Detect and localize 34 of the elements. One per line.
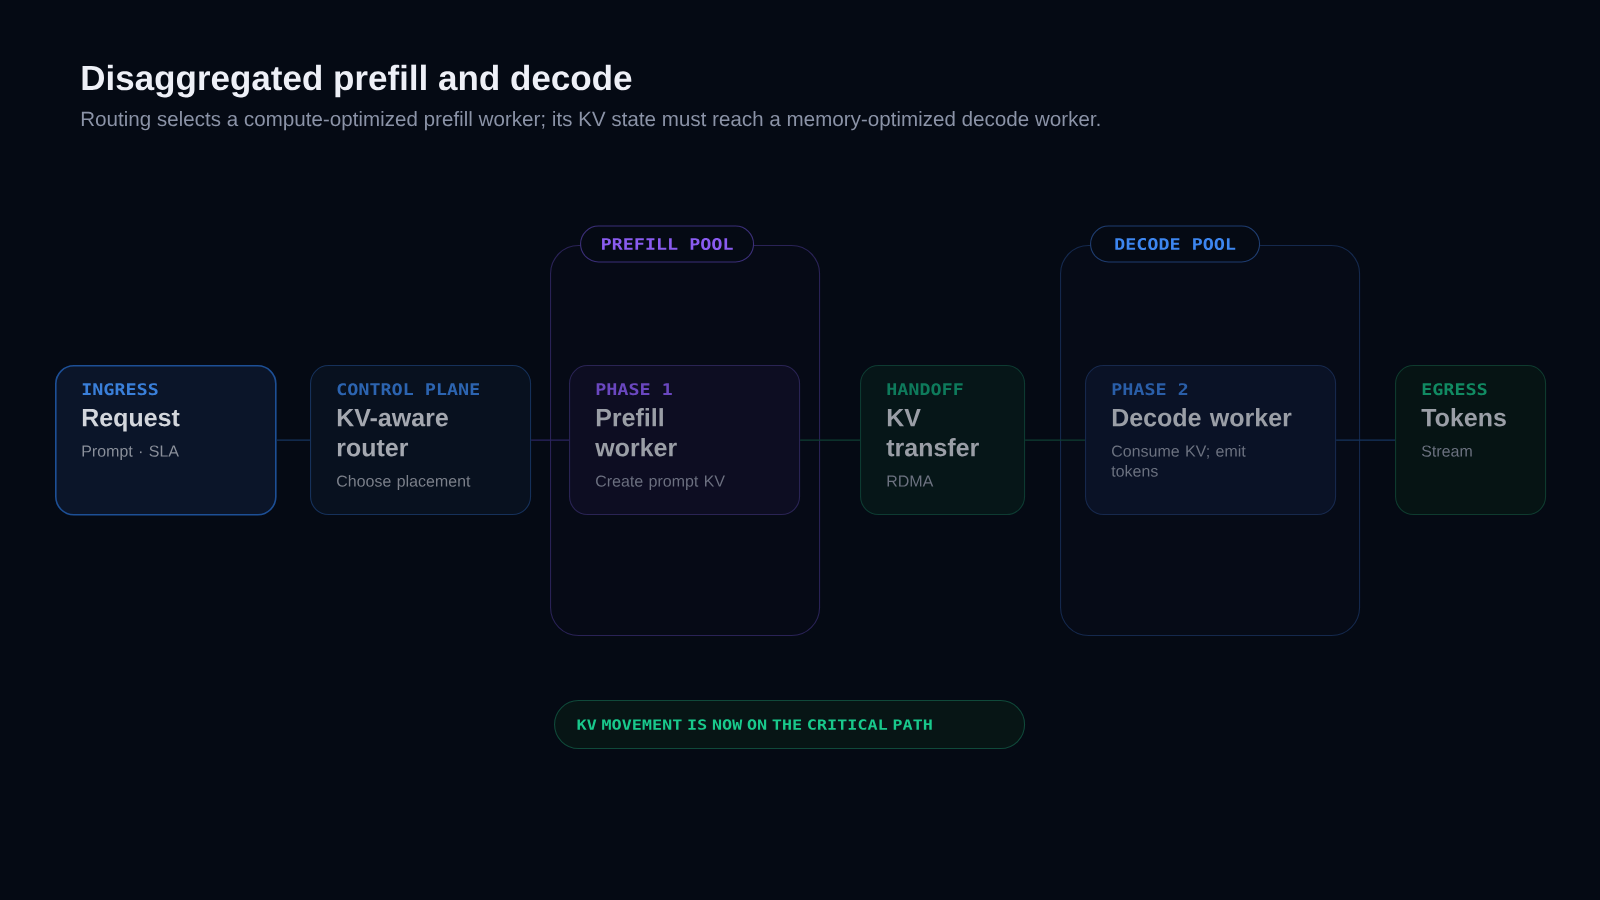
- callout-banner: KV MOVEMENT IS NOW ON THE CRITICAL PATH: [554, 700, 1026, 750]
- connector-line: [1335, 439, 1396, 441]
- box-text: RDMA: [887, 475, 934, 487]
- process-box: [55, 365, 277, 516]
- pool-tag: PREFILL POOL: [580, 225, 755, 263]
- box-heading: Tokens: [1421, 408, 1506, 427]
- connector-line: [275, 439, 311, 441]
- box-text: Prompt · SLA: [82, 445, 179, 460]
- tag-label: PHASE 1: [596, 383, 672, 396]
- title: Disaggregated prefill and decode: [82, 64, 632, 98]
- tag-label: EGRESS: [1422, 383, 1487, 396]
- tag-label: INGRESS: [82, 383, 158, 396]
- box-heading: Decode worker: [1112, 408, 1292, 427]
- process-box: [569, 365, 801, 516]
- process-box: [860, 365, 1026, 516]
- box-text: Choose placement: [337, 475, 471, 490]
- process-box: [1085, 365, 1337, 516]
- subtitle: Routing selects a compute-optimized prefill worker; its KV state must reach a memory-optimized decode worker.: [81, 111, 1100, 131]
- box-heading: Request: [82, 409, 180, 432]
- process-box: [310, 365, 532, 516]
- tag-label: HANDOFF: [887, 383, 963, 396]
- box-text: Create prompt KV: [596, 475, 725, 490]
- box-text: Consume KV; emit tokens: [1111, 445, 1246, 477]
- connector-line: [799, 439, 861, 441]
- box-heading: KV-aware router: [337, 409, 448, 457]
- tag-label: PHASE 2: [1112, 383, 1188, 396]
- box-heading: Prefill worker: [595, 408, 677, 457]
- pool-tag: DECODE POOL: [1090, 225, 1261, 263]
- connector-line: [530, 439, 570, 441]
- box-text: Stream: [1421, 445, 1472, 457]
- connector-line: [1024, 439, 1086, 441]
- tag-label: CONTROL PLANE: [337, 383, 479, 396]
- process-box: [1395, 365, 1547, 516]
- box-heading: KV transfer: [886, 409, 979, 457]
